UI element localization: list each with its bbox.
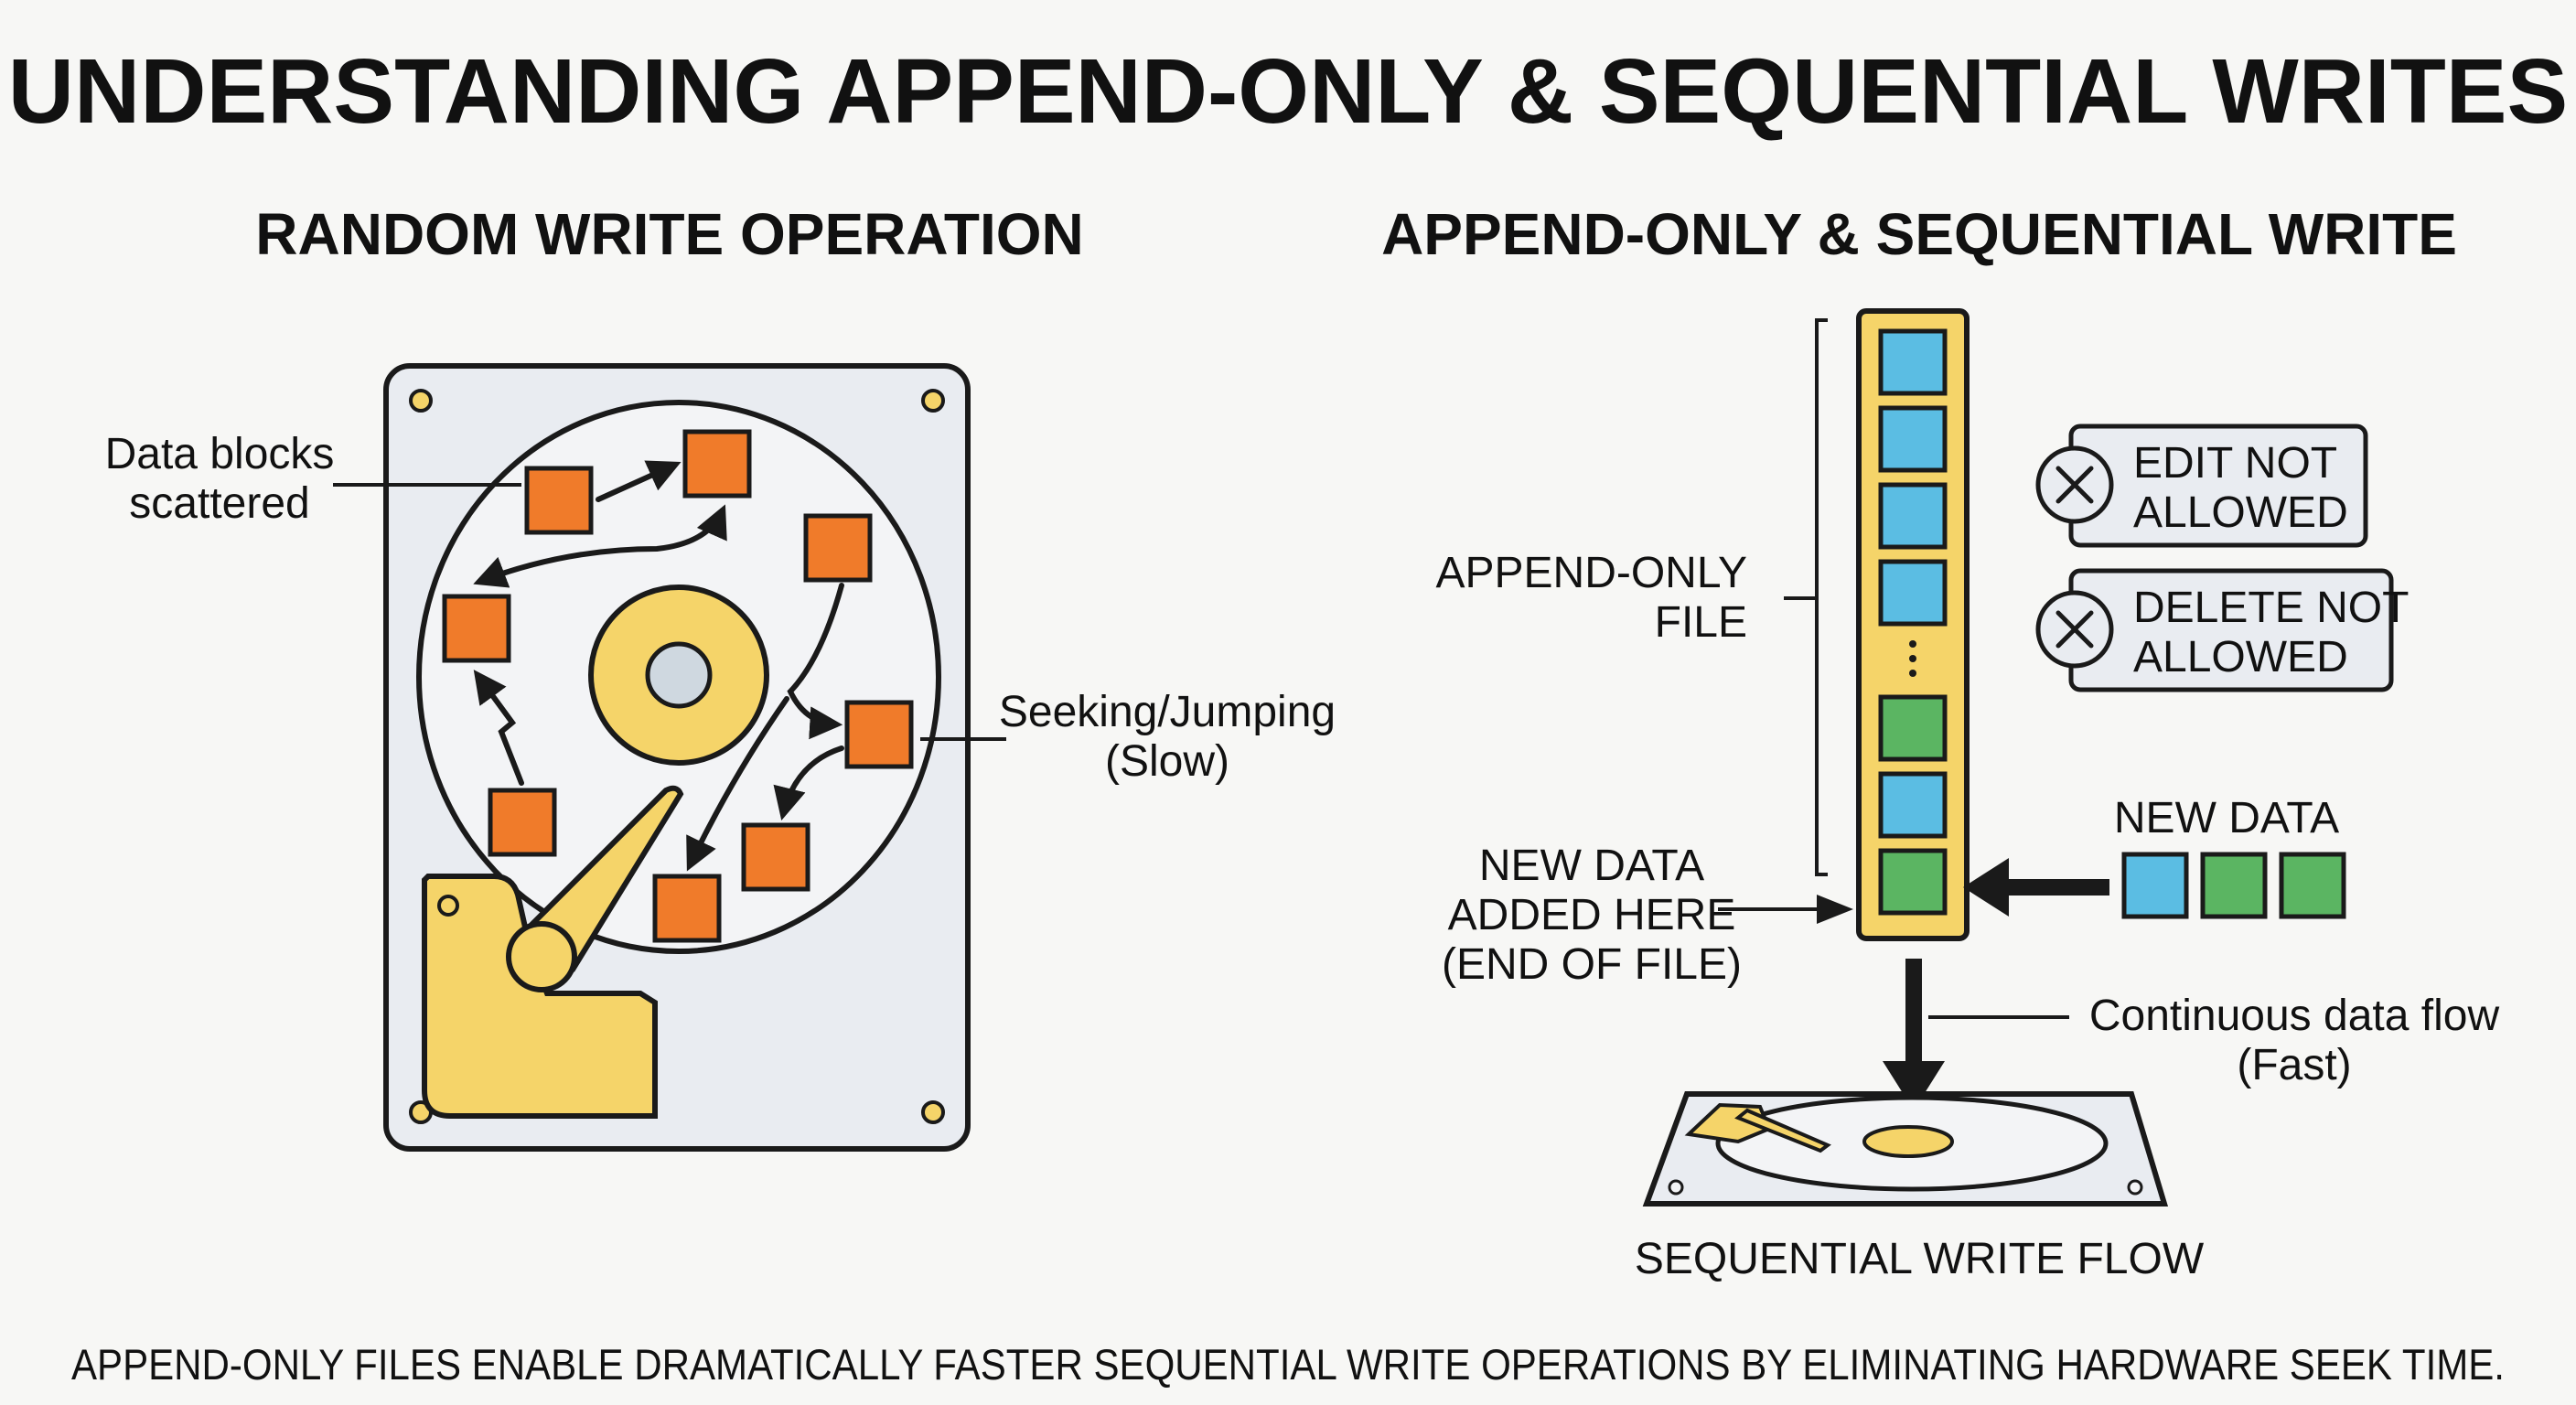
new-block-green — [2279, 852, 2346, 919]
new-block-green — [2200, 852, 2268, 919]
new-data-arrow-head — [1963, 858, 2009, 917]
added-here-line3: (END OF FILE) — [1442, 940, 1742, 989]
file-block-blue — [1878, 559, 1948, 627]
left-heading: RANDOM WRITE OPERATION — [255, 201, 1083, 267]
file-block-blue — [1878, 328, 1948, 396]
file-bracket — [1815, 318, 1828, 876]
data-block — [488, 788, 557, 857]
edit-not-allowed-badge: EDIT NOT ALLOWED — [2035, 424, 2368, 548]
label-blocks-line2: scattered — [129, 479, 309, 528]
data-block — [442, 594, 511, 663]
flow-line2: (Fast) — [2237, 1041, 2351, 1089]
seek-arrows — [473, 460, 844, 872]
label-seek-line1: Seeking/Jumping — [999, 688, 1336, 736]
file-block-green — [1878, 848, 1948, 916]
screw-icon — [2127, 1179, 2143, 1196]
data-block — [652, 874, 722, 943]
flat-arm — [1734, 1108, 1831, 1153]
footer-caption: APPEND-ONLY FILES ENABLE DRAMATICALLY FA… — [71, 1340, 2505, 1389]
delete-badge-line1: DELETE NOT — [2133, 584, 2409, 632]
down-arrow-head — [1883, 1061, 1945, 1110]
edit-badge-line2: ALLOWED — [2133, 488, 2348, 537]
seek-arrow — [773, 745, 844, 820]
append-only-file — [1856, 308, 1970, 941]
label-seek-line2: (Slow) — [1105, 737, 1229, 786]
seek-arrow — [686, 696, 789, 872]
seek-arrow — [473, 504, 727, 588]
file-block-blue — [1878, 771, 1948, 839]
screw-icon — [437, 895, 459, 917]
delete-not-allowed-badge: DELETE NOT ALLOWED — [2035, 568, 2409, 692]
data-block — [682, 429, 752, 499]
seek-arrow — [787, 583, 844, 740]
flat-hard-drive — [1642, 1091, 2169, 1207]
edit-badge-line1: EDIT NOT — [2133, 439, 2337, 488]
added-here-line2: ADDED HERE — [1448, 891, 1736, 939]
seek-arrow — [596, 460, 682, 502]
spindle-center — [645, 641, 713, 709]
file-block-blue — [1878, 405, 1948, 473]
data-block — [741, 822, 810, 892]
right-heading: APPEND-ONLY & SEQUENTIAL WRITE — [1381, 201, 2457, 267]
seek-arrow — [473, 670, 524, 786]
new-data-label: NEW DATA — [2114, 794, 2339, 842]
page-title: UNDERSTANDING APPEND-ONLY & SEQUENTIAL W… — [8, 40, 2568, 143]
new-data-blocks — [2121, 852, 2346, 919]
actuator-base — [422, 874, 658, 1119]
screw-icon — [409, 389, 433, 413]
file-block-green — [1878, 694, 1948, 762]
new-block-blue — [2121, 852, 2189, 919]
ellipsis-dot — [1909, 670, 1916, 677]
screw-icon — [921, 1100, 945, 1124]
scattered-blocks — [442, 429, 914, 943]
flow-line1: Continuous data flow — [2089, 992, 2500, 1040]
label-blocks-line1: Data blocks — [105, 430, 335, 478]
label-file-line1: APPEND-ONLY — [1435, 549, 1747, 597]
drive-caption: SEQUENTIAL WRITE FLOW — [1635, 1235, 2205, 1283]
screw-icon — [921, 389, 945, 413]
data-block — [524, 466, 594, 535]
label-file-line2: FILE — [1655, 598, 1747, 647]
arm-pivot — [506, 921, 577, 992]
file-block-blue — [1878, 482, 1948, 550]
data-block — [803, 513, 873, 583]
delete-badge-line2: ALLOWED — [2133, 633, 2348, 681]
flat-spindle — [1862, 1125, 1954, 1158]
x-icon — [2055, 610, 2094, 649]
added-here-line1: NEW DATA — [1479, 842, 1704, 890]
screw-icon — [1668, 1179, 1684, 1196]
ellipsis-dot — [1909, 640, 1916, 648]
ellipsis-dot — [1909, 655, 1916, 662]
data-block — [844, 700, 914, 769]
x-icon — [2055, 466, 2094, 504]
